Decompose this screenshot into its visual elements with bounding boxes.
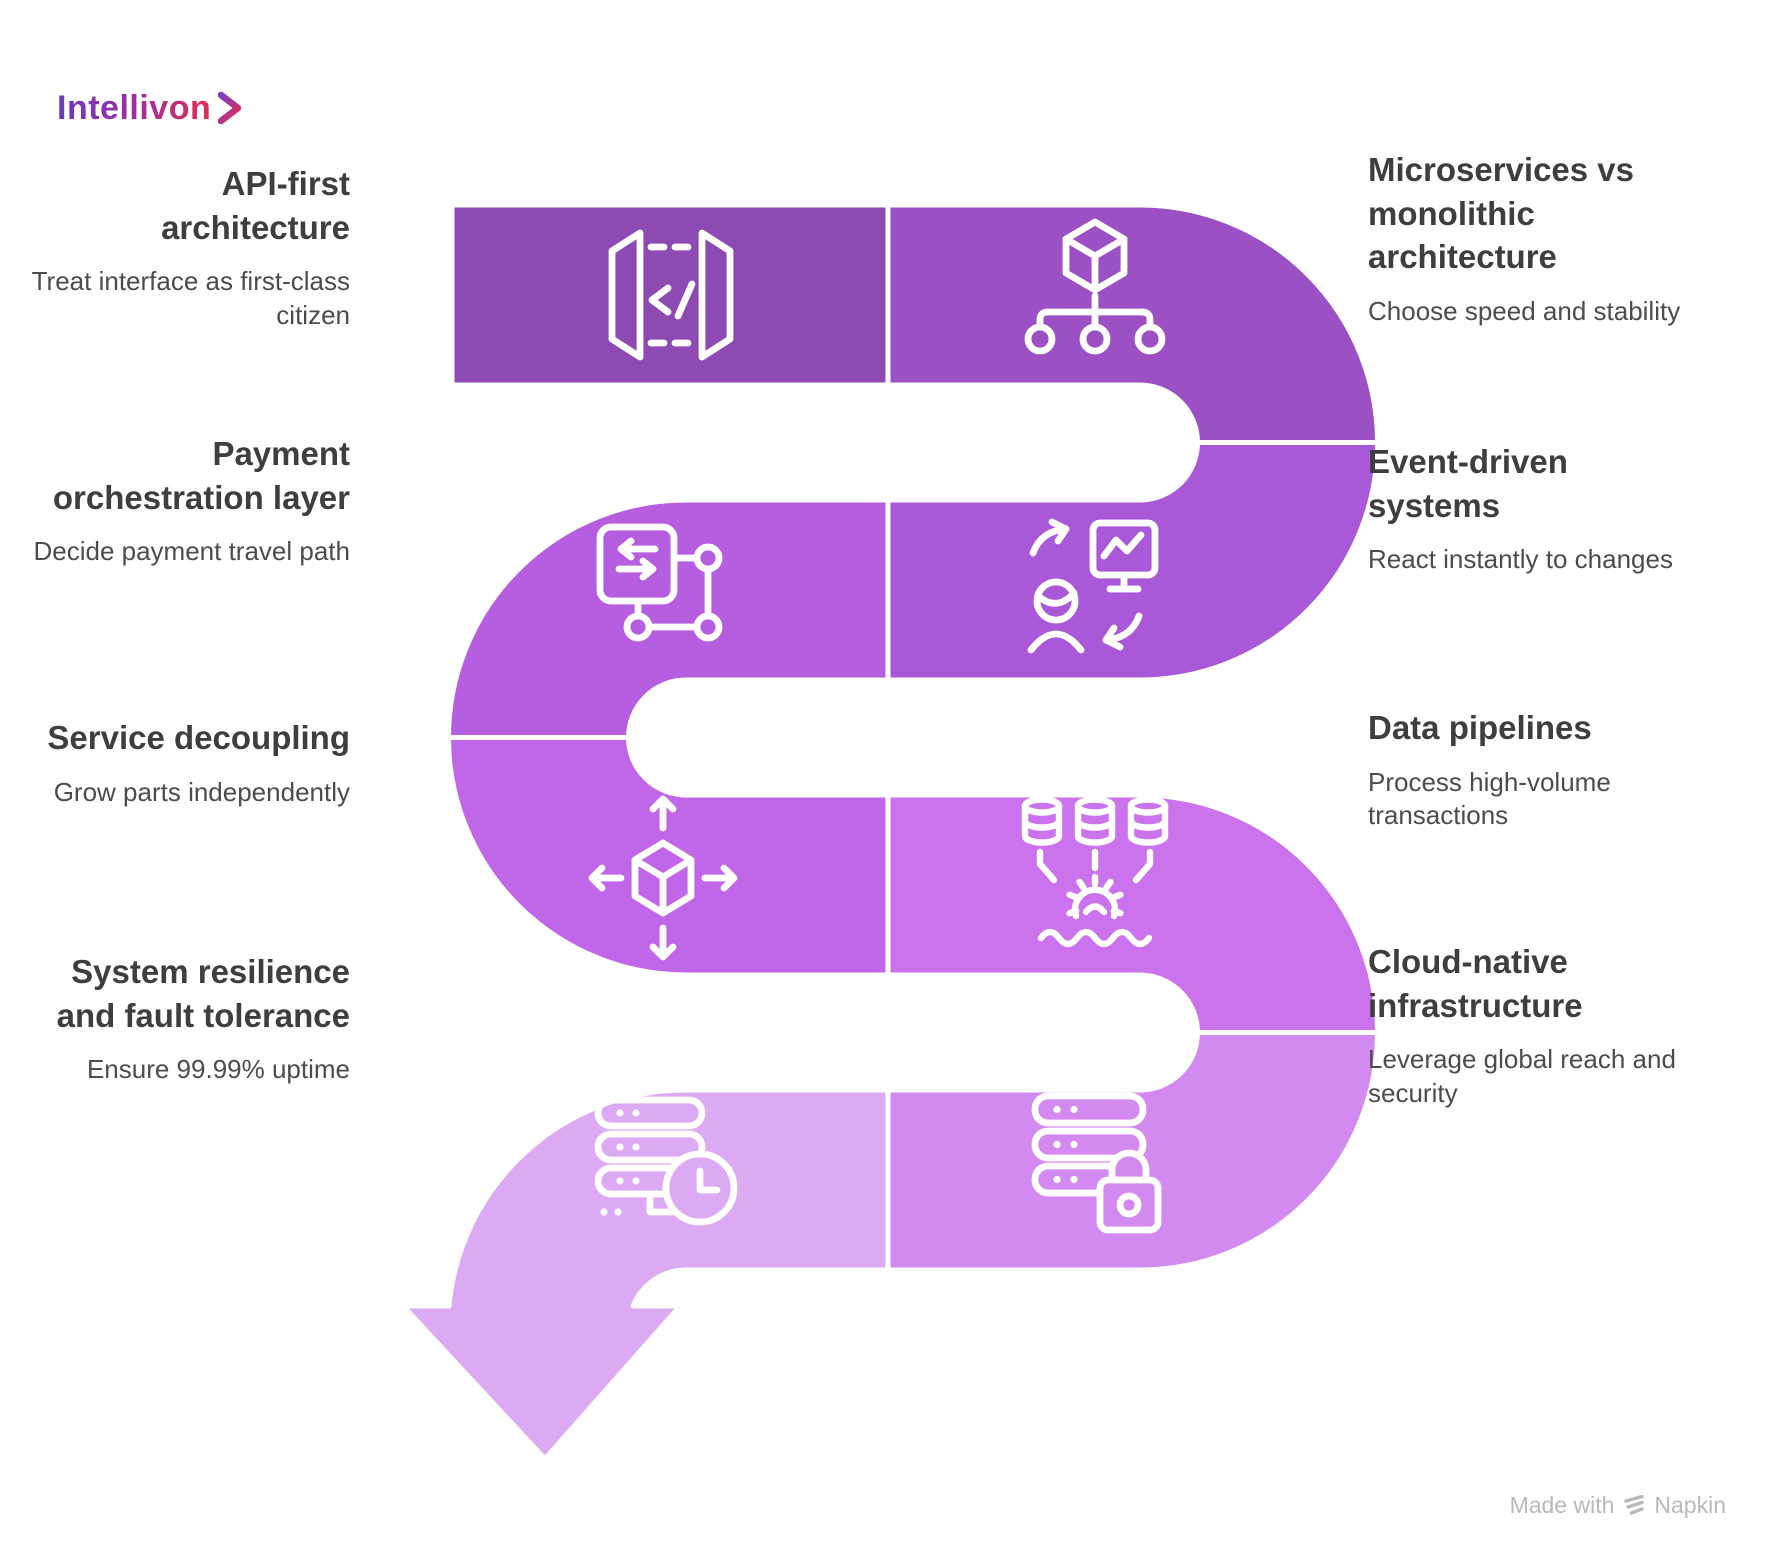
step-label-payment-orchestration: Payment orchestration layer Decide payme…: [30, 432, 350, 569]
chevron-right-icon: [217, 91, 242, 125]
step-description: Decide payment travel path: [33, 536, 350, 567]
step-title: System resilience and fault tolerance: [56, 953, 350, 1034]
step-label-data-pipelines: Data pipelines Process high-volume trans…: [1368, 706, 1720, 833]
step-label-microservices: Microservices vs monolithic architecture…: [1368, 148, 1720, 328]
step-title: Payment orchestration layer: [52, 435, 350, 516]
segment-system-resilience-arrow: [400, 1087, 891, 1462]
cube-hierarchy-icon: [1024, 218, 1166, 355]
credit-prefix: Made with: [1509, 1492, 1615, 1518]
segment-microservices: [885, 202, 1380, 445]
step-label-service-decoupling: Service decoupling Grow parts independen…: [30, 716, 350, 809]
step-label-api-first: API-first architecture Treat interface a…: [30, 162, 350, 333]
step-description: React instantly to changes: [1368, 544, 1673, 575]
segment-data-pipelines: [885, 792, 1380, 1035]
step-description: Treat interface as first-class citizen: [31, 266, 350, 330]
step-description: Grow parts independently: [53, 776, 350, 807]
server-clock-icon: [594, 1096, 738, 1226]
step-label-event-driven: Event-driven systems React instantly to …: [1368, 440, 1720, 577]
step-title: Data pipelines: [1368, 709, 1592, 746]
segment-event-driven: [885, 440, 1380, 683]
step-description: Leverage global reach and security: [1368, 1044, 1676, 1108]
step-label-cloud-native: Cloud-native infrastructure Leverage glo…: [1368, 940, 1720, 1111]
server-lock-icon: [1031, 1092, 1162, 1234]
step-title: Cloud-native infrastructure: [1368, 943, 1583, 1024]
step-title: Service decoupling: [47, 719, 350, 756]
databases-gear-stream-icon: [1021, 796, 1169, 948]
step-label-system-resilience: System resilience and fault tolerance En…: [30, 950, 350, 1087]
step-title: Event-driven systems: [1368, 443, 1568, 524]
credit-brand: Napkin: [1654, 1492, 1726, 1518]
step-title: Microservices vs monolithic architecture: [1368, 151, 1635, 276]
user-monitor-sync-icon: [1027, 518, 1159, 654]
cube-expand-arrows-icon: [588, 795, 738, 961]
workflow-nodes-icon: [596, 523, 723, 642]
step-description: Process high-volume transactions: [1368, 766, 1611, 831]
made-with-napkin-credit: Made with Napkin: [1510, 1492, 1726, 1519]
segment-api-first: [449, 202, 891, 388]
step-description: Choose speed and stability: [1368, 295, 1681, 326]
napkin-stripes-icon: [1624, 1494, 1645, 1515]
brand-logo-text: Intellivon: [57, 88, 212, 127]
segment-service-decoupling: [446, 735, 891, 978]
step-description: Ensure 99.99% uptime: [86, 1054, 350, 1085]
api-brackets-icon: [608, 229, 734, 361]
segment-payment-orchestration: [446, 497, 891, 740]
brand-logo: Intellivon: [57, 88, 247, 128]
step-title: API-first architecture: [161, 165, 350, 246]
